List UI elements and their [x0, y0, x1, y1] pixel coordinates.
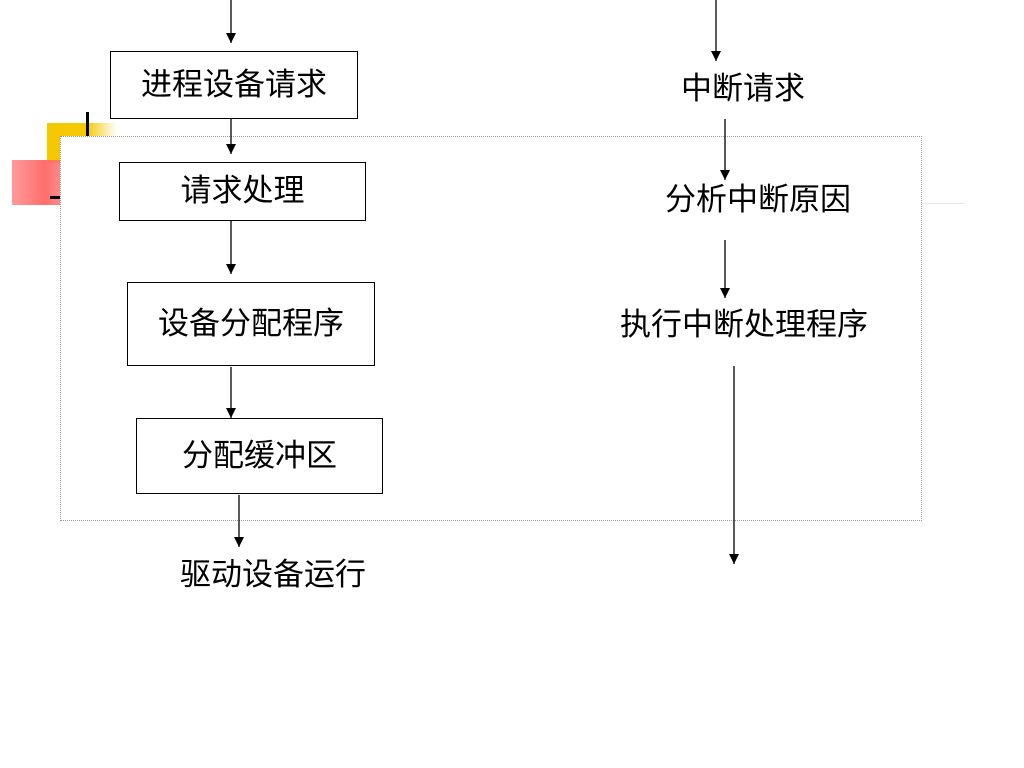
node-device-allocation-program: 设备分配程序 — [127, 282, 375, 366]
node-execute-interrupt-handler: 执行中断处理程序 — [620, 306, 868, 343]
decorative-faint-line — [922, 203, 964, 204]
node-allocate-buffer: 分配缓冲区 — [136, 418, 383, 494]
decorative-horizontal-tick — [50, 196, 60, 199]
node-request-handling: 请求处理 — [119, 162, 366, 221]
node-drive-device-running: 驱动设备运行 — [180, 556, 366, 593]
decorative-vertical-tick — [86, 112, 89, 136]
node-interrupt-request: 中断请求 — [681, 70, 805, 107]
node-process-device-request: 进程设备请求 — [110, 51, 358, 119]
node-analyze-interrupt-cause: 分析中断原因 — [665, 181, 851, 218]
